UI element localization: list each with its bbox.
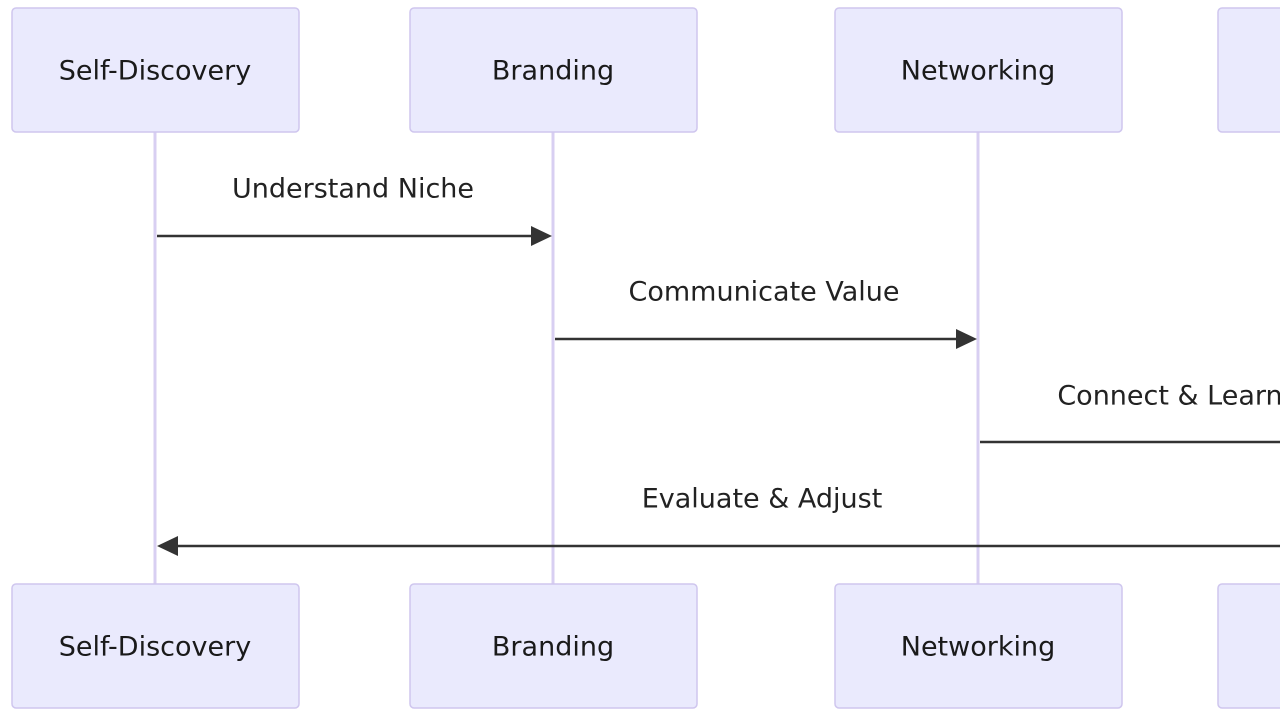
actor-networking-top: Networking — [834, 7, 1123, 133]
actor-branding-bottom: Branding — [409, 583, 698, 709]
message-evaluate-adjust: Evaluate & Adjust — [157, 484, 1280, 556]
actor-branding-top: Branding — [409, 7, 698, 133]
arrowhead-icon — [531, 226, 552, 246]
actor-fourth-bottom — [1217, 583, 1280, 709]
message-label: Understand Niche — [232, 174, 474, 205]
message-understand-niche: Understand Niche — [157, 174, 552, 246]
actor-label: Self-Discovery — [59, 56, 251, 87]
message-label: Communicate Value — [628, 277, 899, 308]
actor-label: Branding — [492, 632, 614, 663]
actor-self-discovery-bottom: Self-Discovery — [11, 583, 300, 709]
message-label: Evaluate & Adjust — [642, 484, 883, 515]
actor-label: Branding — [492, 56, 614, 87]
actors-bottom: Self-Discovery Branding Networking — [11, 583, 1280, 709]
arrowhead-icon — [956, 329, 977, 349]
actor-label: Networking — [901, 632, 1056, 663]
message-communicate-value: Communicate Value — [555, 277, 977, 349]
lifelines — [153, 132, 980, 584]
actors-top: Self-Discovery Branding Networking — [11, 7, 1280, 133]
actor-networking-bottom: Networking — [834, 583, 1123, 709]
actor-label: Networking — [901, 56, 1056, 87]
message-label: Connect & Learn — [1057, 381, 1280, 412]
messages: Understand Niche Communicate Value Conne… — [157, 174, 1280, 556]
arrowhead-icon — [157, 536, 178, 556]
message-connect-learn: Connect & Learn — [980, 381, 1280, 444]
actor-fourth-top — [1217, 7, 1280, 133]
actor-label: Self-Discovery — [59, 632, 251, 663]
actor-self-discovery-top: Self-Discovery — [11, 7, 300, 133]
